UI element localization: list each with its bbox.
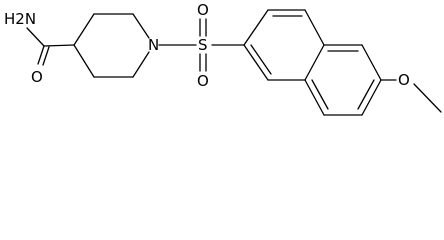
bond-pip-c2a-n xyxy=(132,13,150,39)
bond-carbonyl-double-1 xyxy=(37,45,45,65)
bond-naph-a4-a5 xyxy=(304,44,325,81)
ether-oxygen-label: O xyxy=(398,71,410,89)
bonds xyxy=(26,9,442,116)
amide-nh2-label: H2N xyxy=(4,10,36,28)
bond-naph-a6-a1 xyxy=(243,44,269,81)
bond-naph-a1-a2 xyxy=(243,9,269,46)
bond-naph-b3-b4-inner xyxy=(357,79,375,110)
sulfur-label: S xyxy=(198,36,208,54)
bond-naph-b5-b6-inner xyxy=(311,79,329,110)
bond-ether-o-methyl xyxy=(413,83,442,113)
bond-pip-n-c2b xyxy=(132,51,150,78)
bond-amide-c-n xyxy=(26,27,45,47)
bond-pip-c4-c3a xyxy=(73,13,95,46)
carbonyl-oxygen-label: O xyxy=(31,68,43,86)
bond-carbonyl-double-2 xyxy=(42,46,50,66)
sulfonyl-oxygen-bottom-label: O xyxy=(197,72,209,90)
chemical-structure: H2N O N S O O O xyxy=(4,1,442,116)
bond-naph-b3-b4 xyxy=(361,79,382,116)
ring-nitrogen-label: N xyxy=(148,36,159,54)
atom-labels: H2N O N S O O O xyxy=(4,1,410,90)
bond-amide-ring xyxy=(43,44,75,47)
bond-naph-b5-b6 xyxy=(304,79,325,116)
bond-naph-a3-a4 xyxy=(304,9,325,46)
bond-pip-c3b-c4 xyxy=(73,44,95,78)
bond-naph-b2-b3 xyxy=(361,44,382,81)
bond-naph-a6-a1-inner xyxy=(250,44,272,75)
sulfonyl-oxygen-top-label: O xyxy=(197,1,209,19)
